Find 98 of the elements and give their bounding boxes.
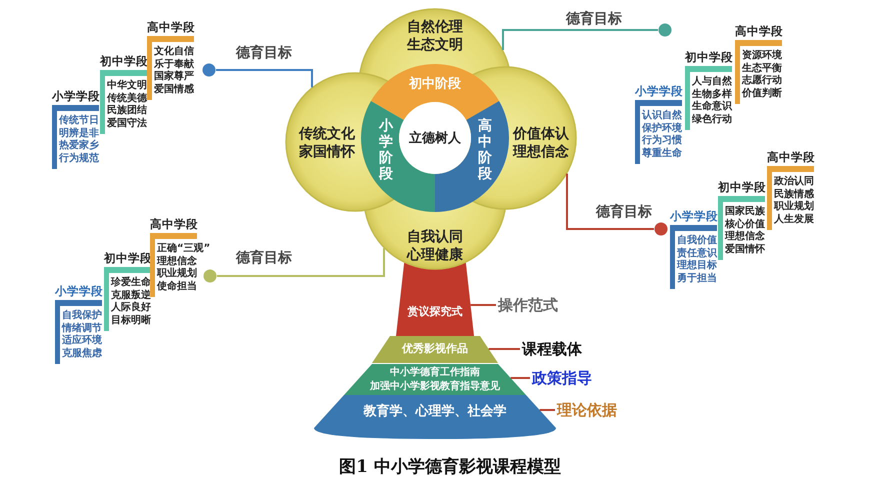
segment-label: 高中阶段 [478,118,492,182]
goal-item: 认识自然 [642,110,682,122]
goal-item: 国家民族 [725,206,765,218]
goal-item: 传统美德 [107,92,147,104]
goal-item: 目标明晰 [111,314,151,327]
goal-item: 人与自然 [692,76,732,88]
connector-line [566,174,654,230]
petal-label: 家国情怀 [299,144,355,160]
goal-item: 生态平衡 [742,62,782,74]
stage-heading: 高中学段 [735,23,783,39]
goal-item: 正确“三观” [157,243,210,256]
goal-item: 民族情感 [774,188,814,200]
stage-heading: 小学学段 [52,88,100,104]
petal-label: 心理健康 [407,247,463,263]
figure-caption: 图1 中小学德育影视课程模型 [339,457,561,477]
goal-item: 国家尊严 [154,71,194,84]
goal-item: 绿色行动 [692,114,732,126]
goal-item: 民族团结 [107,105,147,117]
goal-item: 尊重生命 [642,148,682,160]
goal-item: 情绪调节 [62,322,102,334]
petal-label: 价值体认 [513,126,569,142]
goal-item: 自我保护 [62,310,102,322]
leader-line [540,409,555,411]
layer-label: 加强中小学影视教育指导意见 [370,380,500,394]
edge-label: 德育目标 [234,250,294,267]
leader-line [510,377,530,379]
layer-caption: 政策指导 [532,369,592,387]
goal-item: 职业规划 [157,268,197,280]
goal-item: 生物多样 [692,88,732,100]
goal-item: 理想信念 [725,231,765,244]
edge-label: 德育目标 [594,204,654,221]
goal-item: 乐于奉献 [154,58,194,70]
goal-item: 行为习惯 [642,135,682,147]
segment-label: 小学阶段 [379,118,393,182]
goal-item: 爱国情感 [154,84,194,96]
goal-item: 文化自信 [154,46,194,58]
goal-item: 责任意识 [677,248,717,260]
edge-label: 德育目标 [564,11,624,28]
connector-line [217,248,385,277]
goal-item: 人际良好 [111,302,151,314]
goal-item: 理想目标 [677,260,717,272]
goal-item: 适应环境 [62,335,102,348]
goal-item: 热爱家乡 [59,140,99,152]
goal-item: 使命担当 [157,280,197,293]
layer-caption: 理论依据 [557,401,617,419]
stage-heading: 高中学段 [767,149,815,165]
circle-icon [202,63,216,77]
petal-label: 传统文化 [299,126,355,142]
circle-icon [654,222,668,236]
connector-line [502,29,658,50]
goal-item: 理想信念 [157,256,197,268]
goal-item: 保护环境 [642,122,682,134]
stage-heading: 初中学段 [104,250,152,266]
stage-heading: 初中学段 [718,179,766,195]
goal-item: 人生发展 [774,214,814,226]
stage-heading: 小学学段 [635,83,683,99]
goal-item: 生命意识 [692,101,732,114]
circle-icon [658,23,672,37]
goal-item: 价值判断 [742,88,782,100]
stage-heading: 初中学段 [100,53,148,69]
leader-line [488,348,520,350]
layer-label: 教育学、心理学、社会学 [364,404,506,420]
goal-item: 自我价值 [677,235,717,248]
center-label: 立德树人 [409,130,461,147]
goal-item: 志愿行动 [742,75,782,88]
petal-label: 生态文明 [407,37,463,53]
leader-line [470,304,496,306]
goal-item: 政治认同 [774,176,814,188]
goal-item: 珍爱生命 [111,277,151,290]
segment-label: 初中阶段 [409,76,461,92]
layer-label: 赏议探究式 [408,305,462,319]
goal-item: 克服叛逆 [111,290,151,301]
layer-label: 中小学德育工作指南 [390,366,480,380]
goal-item: 行为规范 [59,152,99,165]
goal-item: 克服焦虑 [62,348,102,360]
connector-line [216,69,313,88]
goal-item: 资源环境 [742,50,782,62]
stage-heading: 初中学段 [685,49,733,65]
stage-heading: 高中学段 [147,19,195,35]
petal-label: 自然伦理 [407,19,463,35]
goal-item: 传统节日 [59,115,99,128]
goal-item: 爱国守法 [107,118,147,130]
layer-caption: 操作范式 [498,296,558,314]
stage-heading: 小学学段 [670,208,718,224]
goal-item: 中华文明 [107,80,147,92]
layer-caption: 课程载体 [522,340,582,358]
edge-label: 德育目标 [234,45,294,62]
stage-heading: 高中学段 [150,216,198,232]
goal-item: 勇于担当 [677,272,717,285]
stage-heading: 小学学段 [55,283,103,299]
goal-item: 核心价值 [725,218,765,230]
circle-icon [203,269,217,283]
petal-label: 自我认同 [407,229,463,245]
layer-label: 优秀影视作品 [402,342,468,356]
goal-item: 职业规划 [774,201,814,214]
petal-label: 理想信念 [513,144,569,160]
goal-item: 明辨是非 [59,128,99,139]
goal-item: 爱国情怀 [725,244,765,256]
